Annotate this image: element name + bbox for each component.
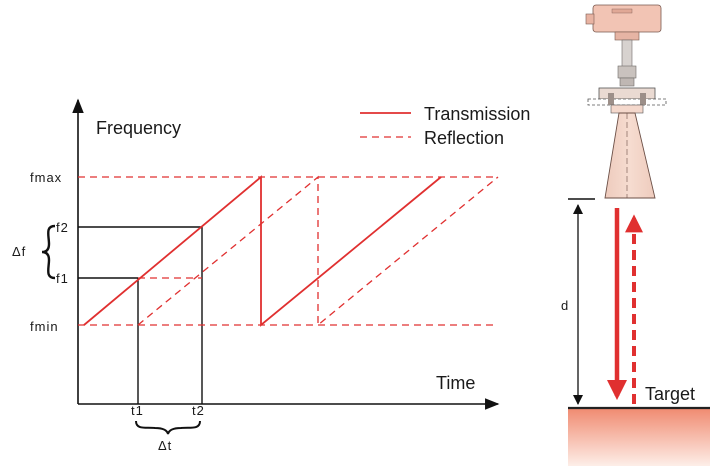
y-axis-label: Frequency	[96, 118, 181, 138]
delta-f-label: Δf	[12, 244, 26, 259]
target-surface	[568, 408, 710, 466]
delta-f-brace	[41, 224, 56, 280]
delta-t-brace	[135, 420, 201, 435]
legend-reflection-label: Reflection	[424, 128, 504, 148]
legend-transmission-label: Transmission	[424, 104, 530, 124]
target-label: Target	[645, 384, 695, 404]
f2-label: f2	[56, 220, 69, 235]
t2-label: t2	[192, 403, 205, 418]
f1-label: f1	[56, 271, 69, 286]
fmax-label: fmax	[30, 170, 62, 185]
delta-t-label: Δt	[158, 438, 172, 453]
fmin-label: fmin	[30, 319, 59, 334]
t1-label: t1	[131, 403, 144, 418]
sensor-flange	[598, 87, 656, 100]
horn-antenna	[604, 112, 656, 199]
x-axis-label: Time	[436, 373, 475, 393]
transmission-signal	[83, 175, 442, 327]
distance-label: d	[561, 298, 569, 313]
reflection-signal	[137, 175, 499, 327]
radar-sensor	[585, 4, 667, 199]
